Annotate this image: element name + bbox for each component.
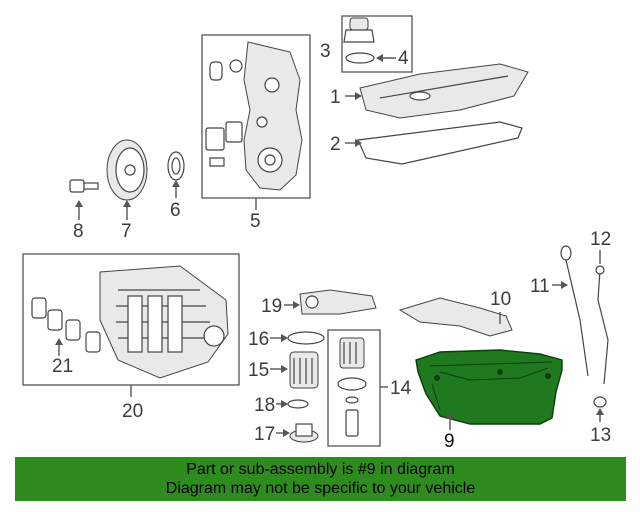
callout-7: 7 [121,221,132,242]
callout-9: 9 [444,431,455,452]
banner-line-2: Diagram may not be specific to your vehi… [165,480,476,497]
oil-cap-group-box [341,15,413,73]
callout-10: 10 [490,289,511,310]
oil-filter-group-box [327,329,381,447]
pulley-bolt-drawing [69,179,99,193]
filter-cap-15-drawing [289,351,319,389]
dipstick-11-drawing [560,245,589,377]
oil-pan-9-highlighted [415,349,563,425]
callout-20: 20 [122,401,143,422]
o-ring-18-drawing [287,399,309,409]
callout-19: 19 [261,296,282,317]
callout-14: 14 [390,378,412,399]
drain-plug-17-drawing [289,423,319,443]
valve-cover-gasket-drawing [357,121,523,165]
callout-11: 11 [530,276,550,297]
o-ring-13-drawing [593,396,607,408]
callout-5: 5 [250,211,261,232]
dipstick-tube-12-drawing [595,265,609,385]
intake-manifold-drawing [99,265,229,379]
callout-4: 4 [398,48,409,69]
front-seal-drawing [167,151,185,181]
o-ring-16-drawing [287,331,325,345]
callout-21: 21 [52,356,73,377]
callout-15: 15 [248,360,269,381]
notice-banner: Part or sub-assembly is #9 in diagram Di… [15,457,626,501]
callout-16: 16 [248,329,269,350]
callout-18: 18 [254,395,275,416]
callout-3: 3 [320,41,331,62]
callout-6: 6 [170,200,181,221]
timing-cover-drawing [205,41,303,191]
callout-12: 12 [590,229,611,250]
valve-cover-drawing [359,63,529,119]
callout-17: 17 [254,424,275,445]
callout-8: 8 [73,221,84,242]
banner-line-1: Part or sub-assembly is #9 in diagram [186,461,455,478]
callout-1: 1 [330,87,341,108]
oil-filter-14-drawing [337,337,367,437]
callout-2: 2 [330,134,341,155]
intake-gaskets-drawing [31,297,101,353]
part-19-drawing [299,289,377,315]
oil-filler-cap-drawing [343,17,375,64]
callout-13: 13 [590,425,611,446]
crank-pulley-drawing [106,139,148,201]
baffle-10-drawing [398,297,513,337]
